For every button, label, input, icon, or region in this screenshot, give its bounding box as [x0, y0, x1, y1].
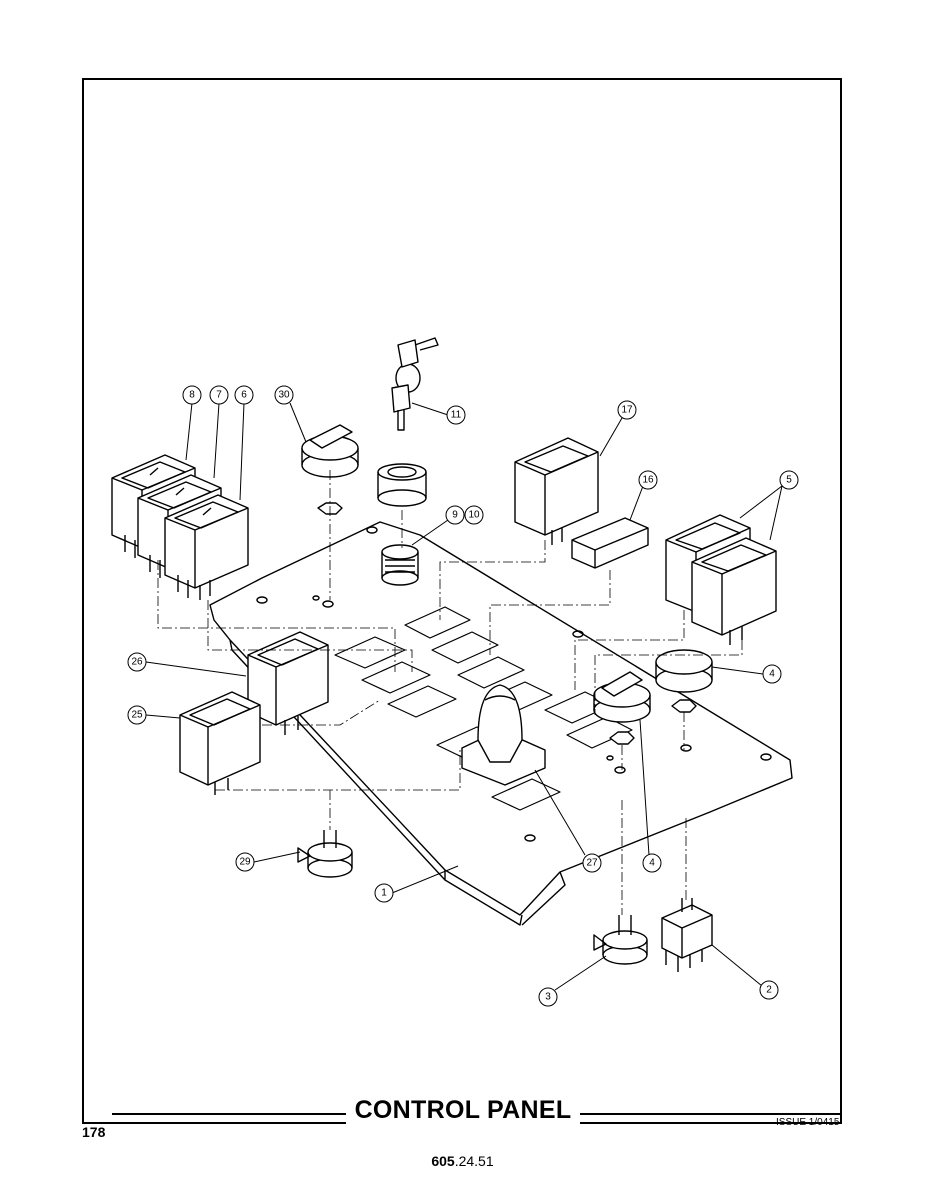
potentiometer-3	[593, 915, 648, 965]
svg-text:3: 3	[545, 992, 551, 1003]
svg-text:29: 29	[239, 857, 251, 868]
document-number-bold: 605	[431, 1153, 455, 1169]
document-number-rest: .24.51	[454, 1153, 494, 1169]
document-number: 605.24.51	[0, 1153, 925, 1169]
callout-29: 29	[235, 852, 255, 872]
callout-26: 26	[127, 652, 147, 672]
rocker-switch-26	[247, 631, 329, 735]
blank-plug-16	[571, 517, 649, 569]
svg-text:9: 9	[452, 510, 458, 521]
potentiometer-29	[297, 830, 353, 878]
ignition-switch-9	[377, 463, 427, 586]
svg-text:10: 10	[468, 510, 480, 521]
callout-6: 6	[234, 385, 254, 405]
svg-text:27: 27	[586, 858, 598, 869]
svg-text:5: 5	[786, 475, 792, 486]
push-switch-2	[661, 898, 713, 972]
leader-lines	[145, 402, 783, 991]
assembly-lines	[157, 470, 743, 915]
rocker-switch-17	[514, 437, 599, 545]
svg-text:11: 11	[451, 410, 462, 421]
callout-25: 25	[127, 705, 147, 725]
ignition-keys-11	[391, 337, 439, 431]
page-title: CONTROL PANEL	[346, 1096, 580, 1125]
svg-text:7: 7	[216, 390, 222, 401]
callout-7: 7	[209, 385, 229, 405]
rocker-switch-5b	[691, 537, 777, 645]
rotary-knob-4-center	[593, 671, 651, 745]
joystick-27	[461, 684, 546, 786]
svg-text:1: 1	[381, 888, 387, 899]
callout-27: 27	[582, 853, 602, 873]
callout-3: 3	[538, 987, 558, 1007]
callout-11: 11	[446, 405, 466, 425]
rotary-knob-30	[301, 424, 359, 515]
callout-4-center: 4	[642, 853, 662, 873]
svg-text:8: 8	[189, 390, 195, 401]
title-rule-left	[112, 1113, 346, 1115]
callout-10: 10	[464, 505, 484, 525]
rotary-knob-4-right	[655, 649, 713, 713]
callout-30: 30	[274, 385, 294, 405]
svg-text:17: 17	[621, 405, 633, 416]
callout-5: 5	[779, 470, 799, 490]
svg-text:26: 26	[131, 657, 143, 668]
part-callouts: 8 7 6 30 11 17 16 9 10 5 26 25 4 4 29 1 …	[127, 385, 799, 1007]
page-number: 178	[82, 1124, 106, 1140]
issue-label: ISSUE 1/0415	[776, 1117, 840, 1128]
rocker-switch-25	[179, 691, 261, 795]
callout-2: 2	[759, 980, 779, 1000]
callout-17: 17	[617, 400, 637, 420]
callout-1: 1	[374, 883, 394, 903]
callout-4-right: 4	[762, 664, 782, 684]
svg-text:4: 4	[649, 858, 655, 869]
callout-16: 16	[638, 470, 658, 490]
svg-text:16: 16	[642, 475, 654, 486]
svg-text:30: 30	[278, 390, 290, 401]
callout-8: 8	[182, 385, 202, 405]
svg-text:6: 6	[241, 390, 247, 401]
svg-text:25: 25	[131, 710, 143, 721]
svg-text:4: 4	[769, 669, 775, 680]
rocker-switch-6	[164, 494, 249, 600]
svg-text:2: 2	[766, 985, 772, 996]
callout-9: 9	[445, 505, 465, 525]
title-rule-right	[580, 1113, 842, 1115]
